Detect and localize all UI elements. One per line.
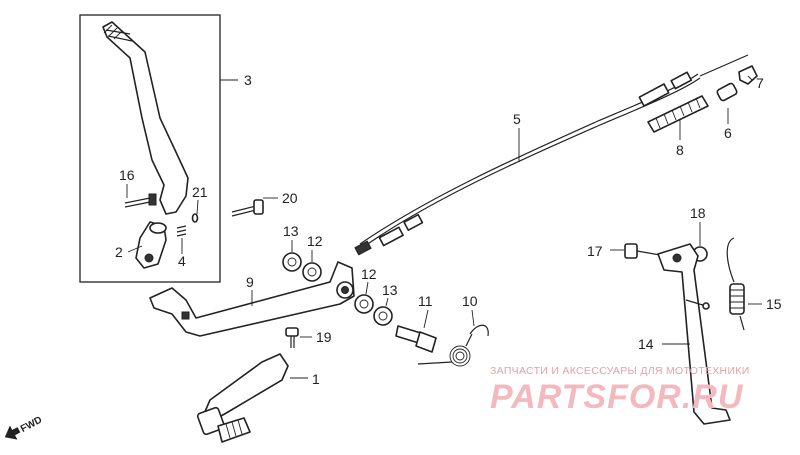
washer-12b — [354, 294, 374, 314]
callout-16: 16 — [119, 167, 135, 183]
callout-17: 17 — [587, 243, 603, 259]
callout-21: 21 — [192, 184, 208, 200]
callout-19: 19 — [316, 329, 332, 345]
gear-shift-pedal-1 — [196, 353, 289, 443]
leader-lines — [126, 75, 762, 379]
callout-4: 4 — [178, 253, 186, 269]
callout-12a: 12 — [307, 233, 323, 249]
callout-9: 9 — [246, 274, 254, 290]
nut-6 — [716, 82, 738, 102]
washer-12a — [302, 262, 322, 282]
kickstarter-arm — [102, 21, 189, 215]
washer-13b — [373, 306, 393, 326]
callout-14: 14 — [638, 336, 654, 352]
callout-8: 8 — [676, 142, 684, 158]
washer-13a — [282, 252, 302, 272]
callout-10: 10 — [462, 293, 478, 309]
kickstarter-inset-frame — [79, 14, 221, 283]
bolt-20 — [231, 199, 264, 217]
clutch-cable-5 — [354, 54, 749, 256]
fwd-label: FWD — [19, 415, 44, 435]
callout-3: 3 — [244, 72, 252, 88]
watermark-logo: PARTSFOR.RU — [490, 378, 744, 416]
bolt-16 — [124, 193, 157, 208]
pin-21 — [191, 213, 199, 223]
callout-6: 6 — [724, 125, 732, 141]
bolt-17 — [624, 243, 661, 259]
forward-direction-arrow: FWD — [4, 415, 44, 440]
callout-13a: 13 — [283, 223, 299, 239]
callout-20: 20 — [282, 190, 298, 206]
bolt-19 — [285, 327, 299, 348]
callout-18: 18 — [690, 205, 706, 221]
pivot-bolt-11 — [395, 325, 437, 353]
callout-11: 11 — [418, 293, 433, 309]
side-stand-14 — [657, 243, 731, 425]
spring-4 — [176, 225, 187, 237]
callout-15: 15 — [766, 296, 782, 312]
callout-12b: 12 — [361, 266, 377, 282]
callout-13b: 13 — [382, 282, 398, 298]
watermark-subtitle: ЗАПЧАСТИ И АКСЕССУАРЫ ДЛЯ МОТОТЕХНИКИ — [490, 365, 750, 377]
callout-5: 5 — [513, 111, 521, 127]
joint-7 — [738, 65, 758, 85]
callout-2: 2 — [115, 244, 123, 260]
return-spring-10 — [417, 324, 489, 367]
kickstarter-boss-2 — [135, 221, 167, 269]
stand-spring-15 — [726, 237, 745, 331]
brake-pedal-9 — [149, 261, 355, 337]
callout-1: 1 — [312, 371, 320, 387]
callout-7: 7 — [756, 75, 764, 91]
adjuster-spring-8 — [647, 95, 709, 133]
